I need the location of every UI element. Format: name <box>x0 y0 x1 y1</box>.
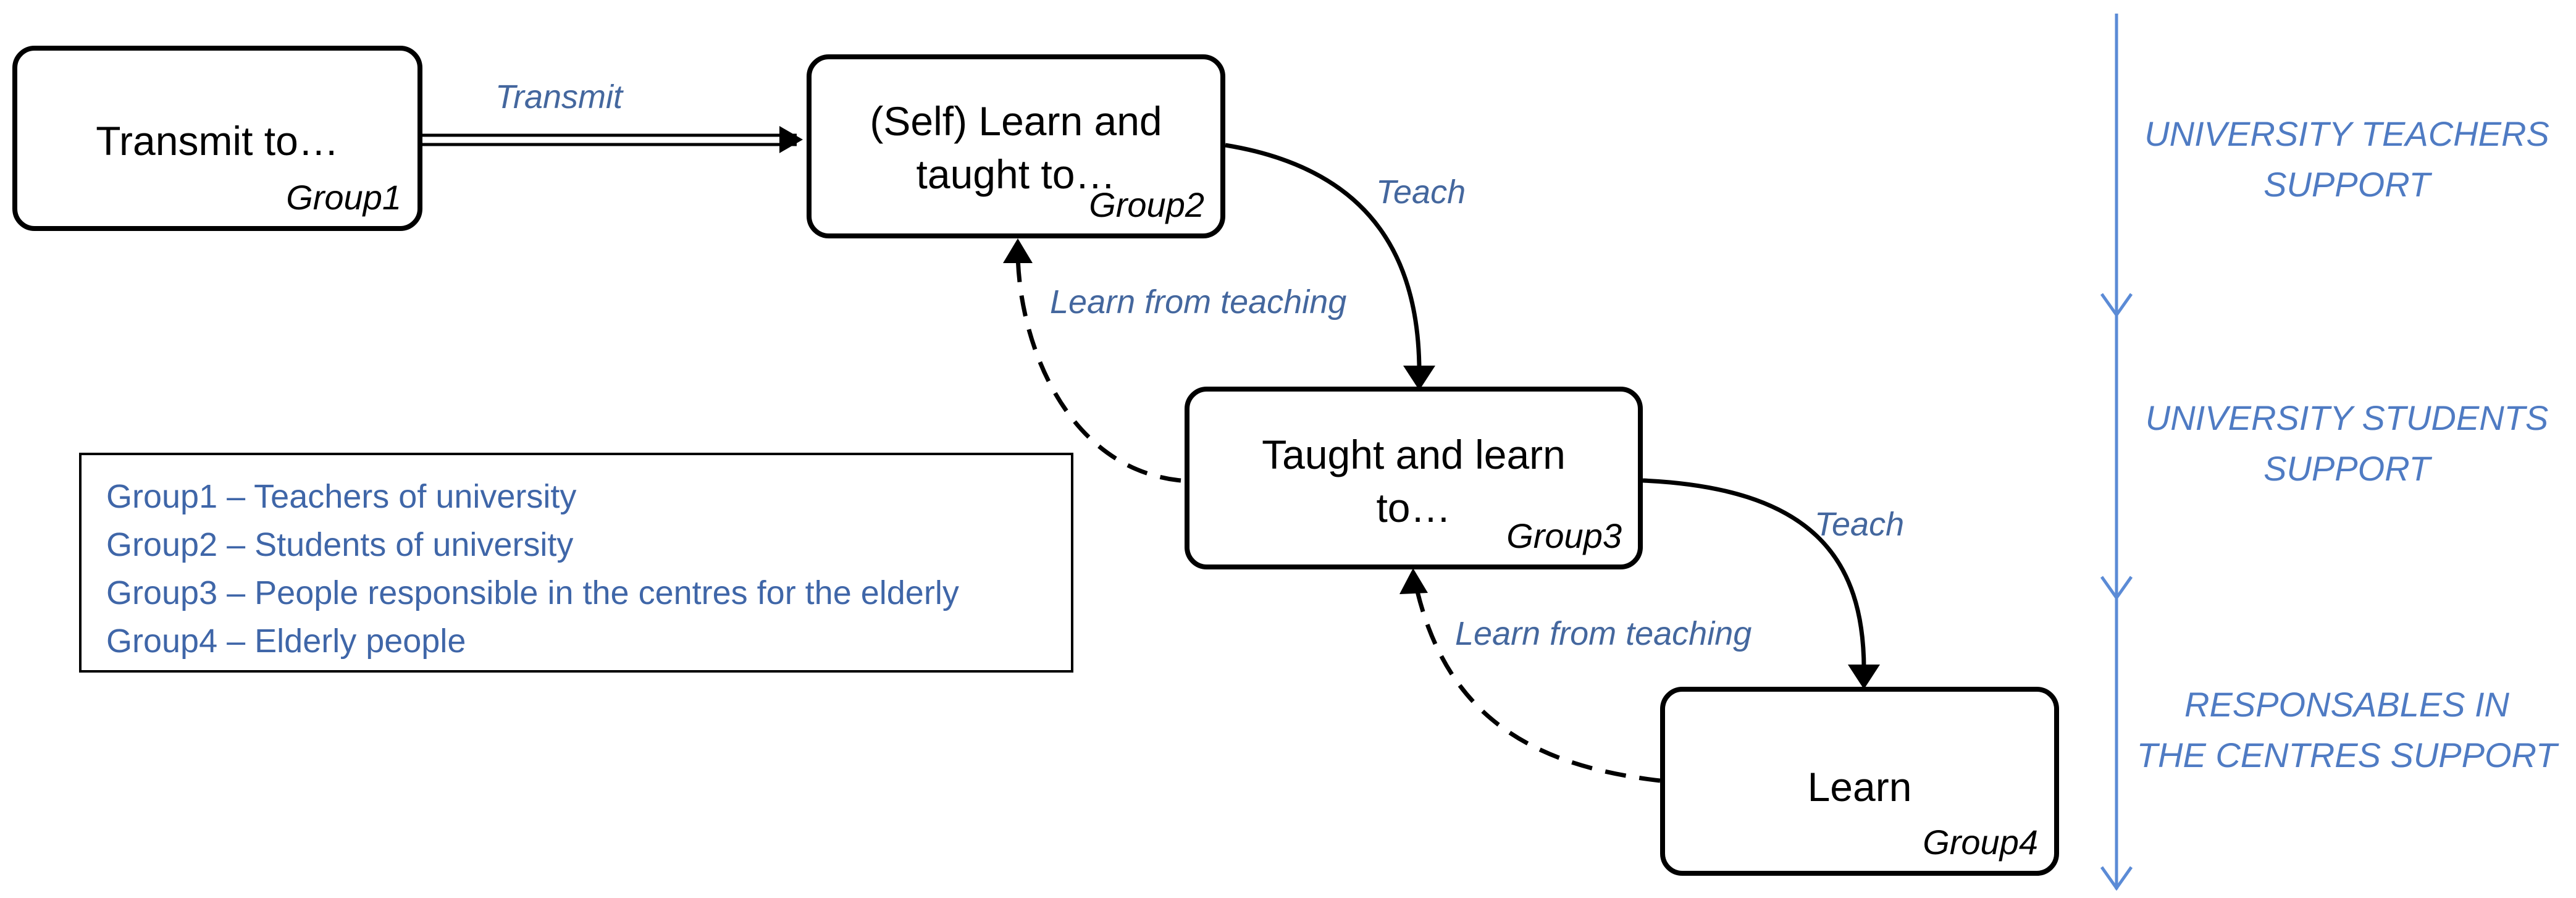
edge-learn-3-2 <box>1003 238 1181 483</box>
node-group4-label: Learn <box>1807 764 1912 810</box>
edge-teach-2-3 <box>1225 143 1435 390</box>
edge-label-transmit: Transmit <box>495 78 623 115</box>
support-level-teachers: UNIVERSITY TEACHERS SUPPORT <box>2125 109 2569 210</box>
node-group1-label: Transmit to… <box>96 118 339 164</box>
legend-item-group1: Group1 – Teachers of university <box>106 478 577 515</box>
support-level-students-line1: UNIVERSITY STUDENTS <box>2145 398 2549 437</box>
support-level-teachers-line2: SUPPORT <box>2263 165 2430 204</box>
support-level-centres: RESPONSABLES IN THE CENTRES SUPPORT <box>2125 679 2569 781</box>
edge-teach-3-4 <box>1642 478 1880 689</box>
legend-item-group2: Group2 – Students of university <box>106 526 574 563</box>
edge-label-learn-4-3: Learn from teaching <box>1455 615 1752 652</box>
support-level-students-line2: SUPPORT <box>2263 449 2430 488</box>
support-arrow <box>2100 14 2133 891</box>
support-level-centres-line2: THE CENTRES SUPPORT <box>2136 736 2557 774</box>
edge-label-teach-2-3: Teach <box>1376 174 1466 211</box>
node-group4: Learn Group4 <box>1660 687 2059 876</box>
legend-box: Group1 – Teachers of university Group2 –… <box>79 453 1073 673</box>
node-group2-tag: Group2 <box>1089 185 1204 224</box>
node-group4-tag: Group4 <box>1923 823 2038 862</box>
edge-label-teach-3-4: Teach <box>1815 506 1905 543</box>
node-group3-label-line1: Taught and learn <box>1262 432 1566 477</box>
node-group3: Taught and learn to… Group3 <box>1185 387 1643 569</box>
legend-item-group4: Group4 – Elderly people <box>106 623 466 660</box>
support-level-teachers-line1: UNIVERSITY TEACHERS <box>2144 114 2549 153</box>
edge-transmit <box>422 126 803 153</box>
node-group3-label-line2: to… <box>1376 485 1451 531</box>
legend-item-group3: Group3 – People responsible in the centr… <box>106 574 959 611</box>
node-group1-tag: Group1 <box>286 178 401 217</box>
node-group2-label-line2: taught to… <box>916 151 1116 197</box>
node-group3-tag: Group3 <box>1506 516 1622 555</box>
node-group1: Transmit to… Group1 <box>12 46 422 231</box>
support-level-students: UNIVERSITY STUDENTS SUPPORT <box>2125 393 2569 494</box>
node-group2-label-line1: (Self) Learn and <box>870 98 1162 144</box>
edge-label-learn-3-2: Learn from teaching <box>1050 283 1347 321</box>
node-group2: (Self) Learn and taught to… Group2 <box>807 54 1225 238</box>
support-level-centres-line1: RESPONSABLES IN <box>2184 685 2509 724</box>
edge-learn-4-3 <box>1399 568 1661 783</box>
